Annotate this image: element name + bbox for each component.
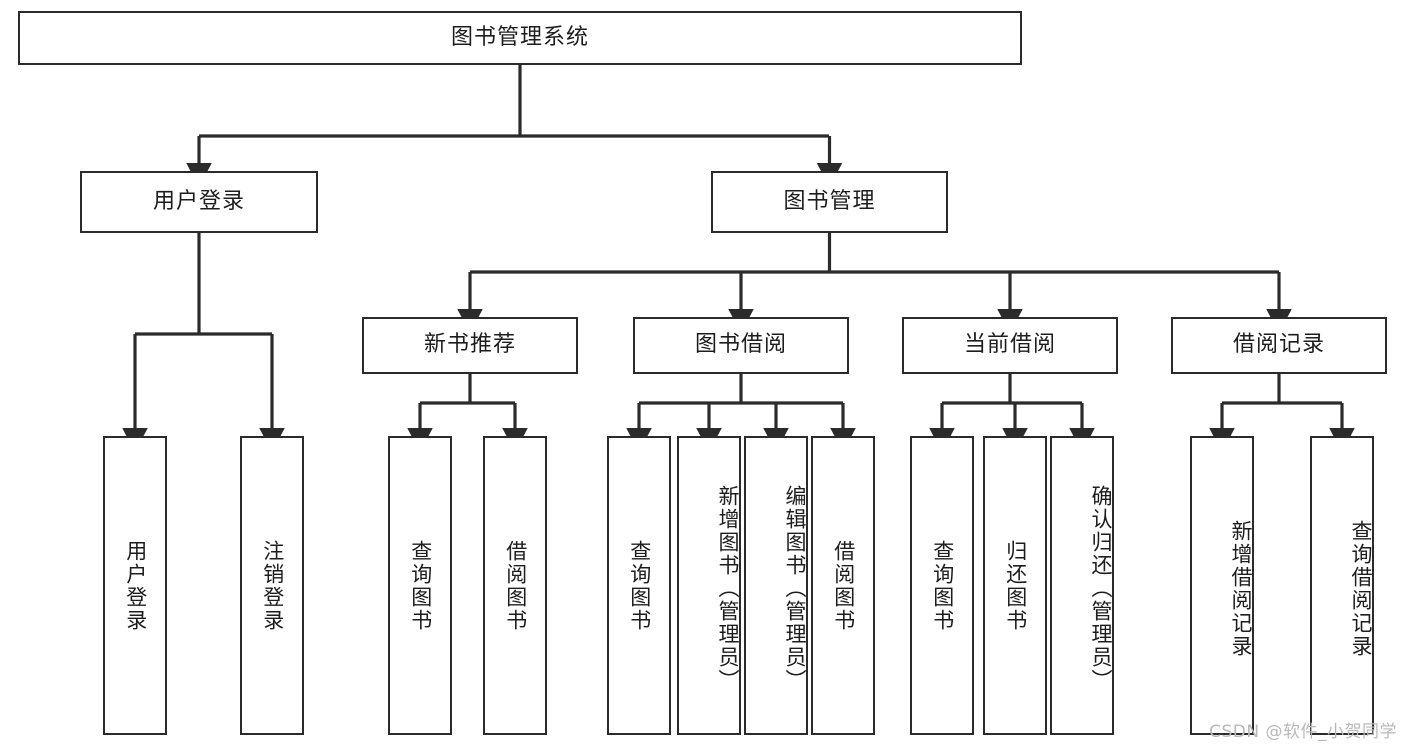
node-root[interactable]: 图书管理系统 (18, 11, 1022, 65)
node-leaf-rec-2[interactable]: 查询借阅记录 (1310, 436, 1374, 735)
node-label: 图书借阅 (694, 332, 787, 358)
node-label: 确认归还（管理员） (1089, 485, 1113, 692)
node-borrow[interactable]: 图书借阅 (633, 317, 849, 374)
node-leaf-rec-1[interactable]: 新增借阅记录 (1190, 436, 1254, 735)
node-bookmgr[interactable]: 图书管理 (711, 171, 948, 233)
node-label: 新增借阅记录 (1229, 519, 1253, 658)
node-leaf-cur-1[interactable]: 查询图书 (910, 436, 974, 735)
node-label: 当前借阅 (963, 332, 1056, 358)
node-label: 新书推荐 (423, 332, 516, 358)
node-label: 图书管理系统 (450, 24, 589, 50)
node-label: 查询图书 (627, 539, 652, 632)
node-leaf-borrow-3[interactable]: 编辑图书（管理员） (744, 436, 808, 735)
node-label: 查询借阅记录 (1349, 519, 1373, 658)
node-label: 编辑图书（管理员） (783, 485, 807, 692)
node-leaf-cur-3[interactable]: 确认归还（管理员） (1050, 436, 1114, 735)
node-leaf-borrow-4[interactable]: 借阅图书 (811, 436, 875, 735)
node-leaf-borrow-1[interactable]: 查询图书 (607, 436, 671, 735)
node-leaf-borrow-2[interactable]: 新增图书（管理员） (677, 436, 741, 735)
node-leaf-login-2[interactable]: 注销登录 (240, 436, 304, 735)
node-label: 查询图书 (930, 539, 955, 632)
node-label: 归还图书 (1003, 539, 1028, 632)
node-label: 用户登录 (152, 188, 245, 214)
node-label: 借阅图书 (503, 539, 528, 632)
node-records[interactable]: 借阅记录 (1171, 317, 1387, 374)
node-leaf-cur-2[interactable]: 归还图书 (983, 436, 1047, 735)
node-current[interactable]: 当前借阅 (902, 317, 1118, 374)
node-label: 用户登录 (123, 539, 148, 632)
node-label: 借阅图书 (831, 539, 856, 632)
node-leaf-new-2[interactable]: 借阅图书 (483, 436, 547, 735)
node-label: 借阅记录 (1232, 332, 1325, 358)
node-login[interactable]: 用户登录 (80, 171, 318, 233)
node-label: 注销登录 (260, 539, 285, 632)
node-leaf-login-1[interactable]: 用户登录 (103, 436, 167, 735)
node-label: 查询图书 (408, 539, 433, 632)
node-newbook[interactable]: 新书推荐 (362, 317, 578, 374)
node-label: 新增图书（管理员） (716, 485, 740, 692)
node-label: 图书管理 (783, 188, 876, 214)
node-leaf-new-1[interactable]: 查询图书 (388, 436, 452, 735)
